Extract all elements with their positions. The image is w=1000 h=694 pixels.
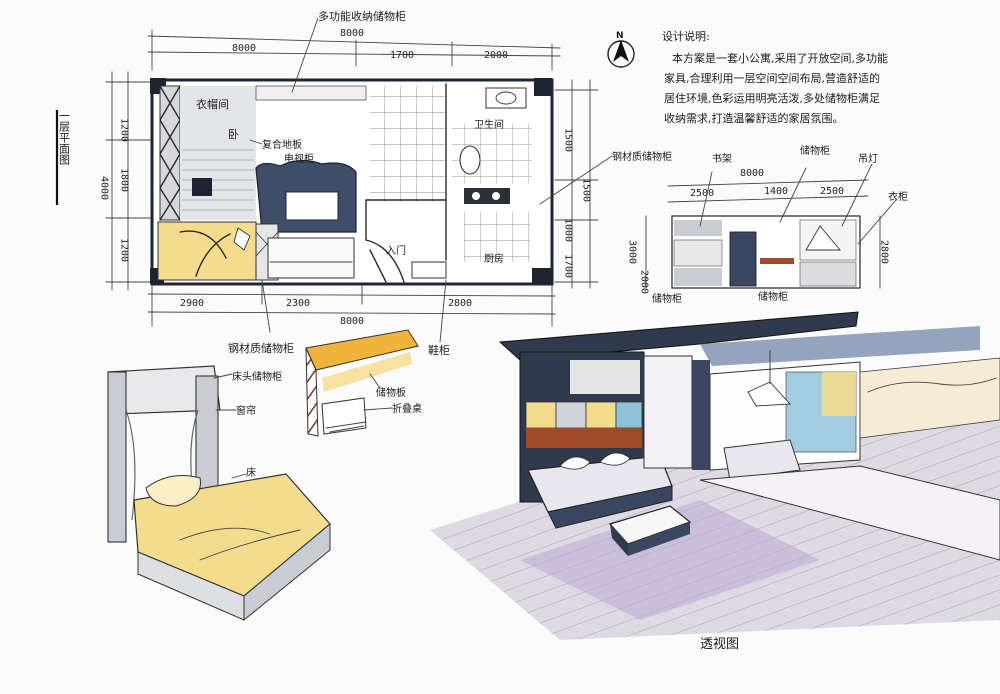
elev-left-dim-2: 2000: [639, 270, 650, 294]
dim-top-mid: 1700: [390, 50, 414, 61]
dim-left-1: 1200: [119, 118, 130, 142]
elev-callout-cabinet: 储物柜: [800, 144, 830, 157]
dim-bottom-3: 2800: [448, 298, 472, 309]
north-arrow: N: [607, 31, 635, 68]
wood-band: [526, 428, 642, 448]
bed-detail: 床头储物柜 窗帘 床: [107, 365, 331, 622]
dim-left-2: 1800: [119, 168, 130, 192]
elevation: 2500 1400 2500 8000 3000 2000 2800 书架 储物…: [627, 144, 909, 305]
elev-callout-wardrobe: 衣柜: [888, 190, 908, 203]
callout-storage-cabinet: 多功能收纳储物柜: [318, 9, 406, 23]
room-bathroom: 卫生间: [474, 118, 504, 131]
design-notes: 设计说明: 本方案是一套小公寓,采用了开放空间,多功能 家具,合理利用一层空间空…: [662, 29, 888, 125]
design-notes-heading: 设计说明:: [662, 29, 710, 43]
toilet: [459, 145, 481, 175]
elevation-door: [729, 231, 757, 287]
bed-pillow: [145, 475, 201, 507]
callout-desk: 折叠桌: [392, 402, 422, 415]
alcove-bed: [723, 439, 801, 481]
elev-label-storage-shelf: 储物柜: [758, 290, 788, 303]
room-tv: 电视柜: [284, 152, 314, 165]
callout-cabinet-dim: 8000: [340, 28, 364, 39]
sink: [485, 87, 527, 109]
north-label: N: [616, 31, 624, 41]
callout-bed-cabinet: 床头储物柜: [232, 370, 282, 383]
dim-right-1: 1500: [563, 128, 574, 152]
top-dimensions: 8000 1700 2000: [147, 29, 561, 71]
elev-callout-lamp: 吊灯: [858, 153, 878, 165]
plan-title: 一层平面图: [58, 110, 71, 166]
elev-label-storage: 储物柜: [652, 292, 682, 305]
dim-bottom-2: 2300: [286, 298, 310, 309]
left-dimensions: 1200 1800 1200 4000: [99, 71, 151, 291]
callout-wall-cabinet: 钢材质储物柜: [612, 150, 672, 163]
dim-right-3: 1000: [563, 218, 574, 242]
callout-shelf: 储物板: [376, 386, 406, 399]
living-tile: [370, 86, 446, 202]
bedside-table: [192, 178, 212, 196]
wardrobe-strip: [159, 85, 181, 221]
room-door: 入门: [386, 244, 406, 257]
elev-dim-3: 2500: [820, 186, 844, 197]
callout-curtain: 窗帘: [236, 404, 256, 417]
dim-left-total: 4000: [99, 176, 110, 200]
elev-right-dim: 2800: [879, 240, 890, 264]
elev-dim-1: 2500: [690, 188, 714, 199]
elev-dim-2: 1400: [764, 186, 788, 197]
floor-plan: 一层平面图 8000 1700 2000 1200 1800 1200 4000: [55, 9, 672, 357]
design-notes-line-2: 家具,合理利用一层空间空间布局,营造舒适的: [664, 71, 880, 85]
folding-desk: [321, 397, 367, 435]
perspective-view: 透视图: [430, 311, 1000, 652]
pier-br: [532, 268, 552, 284]
stove: [464, 188, 510, 204]
room-cloakroom: 衣帽间: [196, 97, 229, 111]
dim-right-2: 1500: [581, 178, 592, 202]
shelf-detail: 储物板 折叠桌: [305, 329, 422, 437]
room-kitchen: 厨房: [484, 252, 504, 265]
design-notes-line-1: 本方案是一套小公寓,采用了开放空间,多功能: [672, 51, 888, 65]
pendant-lamp: [747, 381, 791, 407]
callout-bed: 床: [246, 466, 256, 479]
design-notes-line-4: 收纳需求,打造温馨舒适的家居氛围。: [664, 111, 844, 125]
perspective-title: 透视图: [700, 637, 739, 652]
elev-left-dim-1: 3000: [627, 240, 638, 264]
dim-top-total: 8000: [232, 43, 256, 54]
callout-custom-cabinet: 钢材质储物柜: [228, 341, 294, 355]
dim-right-4: 1700: [563, 254, 574, 278]
pier-tr: [534, 78, 552, 96]
elev-callout-bookshelf: 书架: [712, 153, 732, 165]
callout-floor: 复合地板: [262, 138, 302, 151]
elev-dim-total: 8000: [740, 168, 764, 179]
dim-top-right: 2000: [484, 50, 508, 61]
sofa-bench: [267, 237, 355, 279]
dim-bottom-1: 2900: [180, 298, 204, 309]
dim-bottom-total: 8000: [340, 316, 364, 327]
tv-screen: [285, 191, 339, 221]
kitchen-tile: [464, 212, 530, 262]
ceiling-slab: [498, 311, 859, 361]
callout-shoe-cabinet: 鞋柜: [428, 343, 450, 357]
right-dimensions: 1500 1500 1000 1700: [554, 79, 599, 289]
bedroom-floor: [180, 86, 256, 220]
design-notes-line-3: 居住环境,色彩运用明亮活泼,多处储物柜满足: [664, 91, 880, 105]
room-bedroom: 卧: [228, 128, 239, 141]
bottom-dimensions: 2900 2300 2800 8000: [147, 285, 556, 327]
dim-left-3: 1200: [119, 238, 130, 262]
